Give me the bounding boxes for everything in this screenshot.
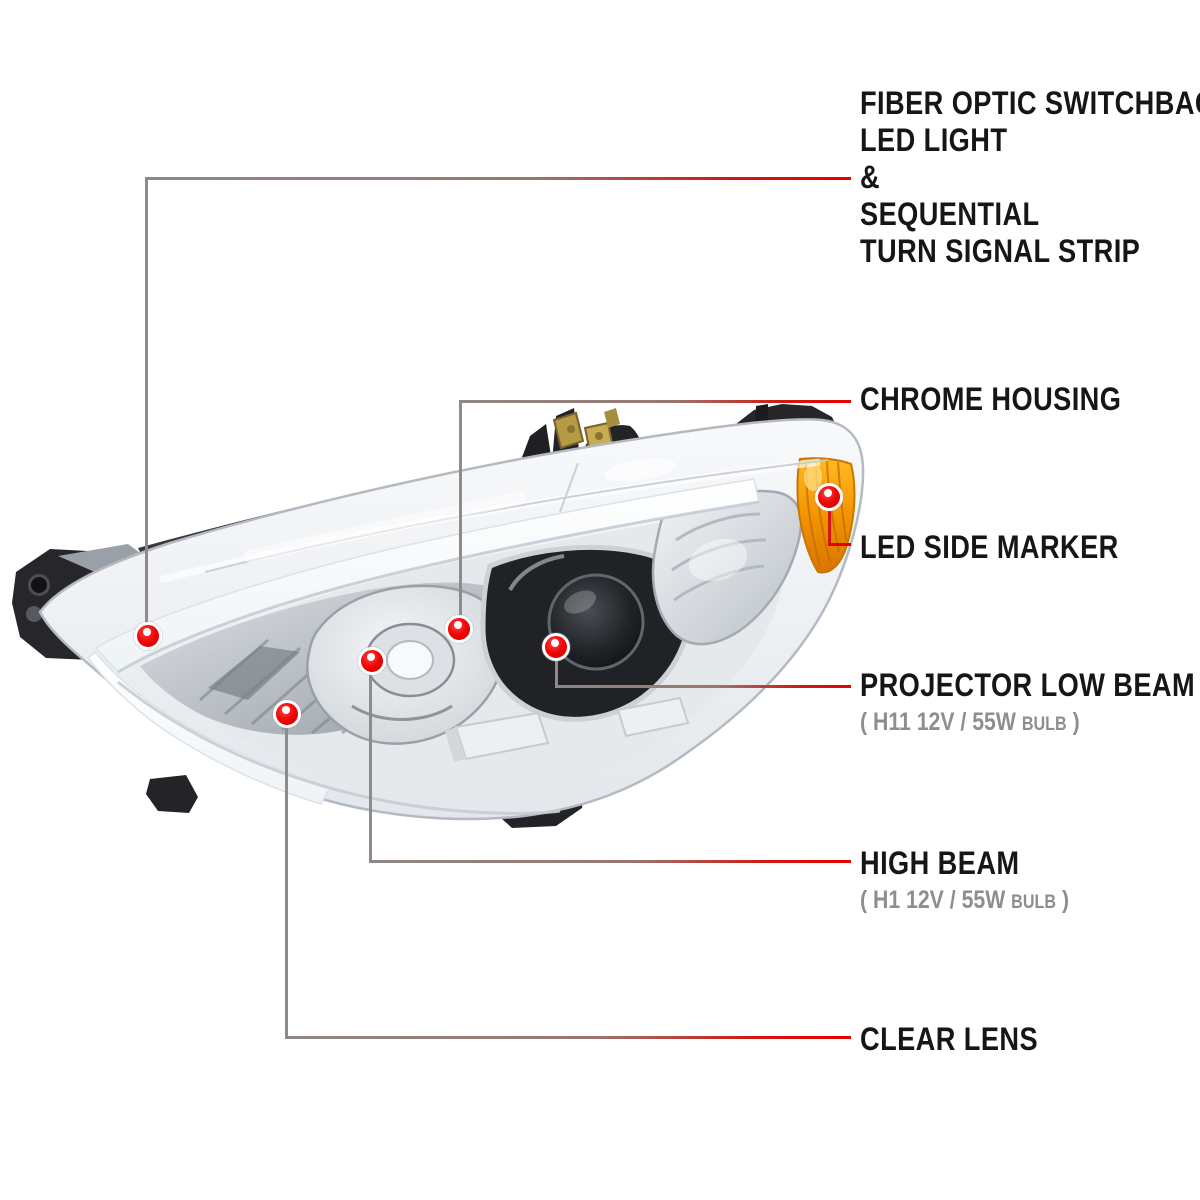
projector-low-beam-unit — [480, 545, 693, 722]
label-line: PROJECTOR LOW BEAM — [860, 667, 1196, 703]
label-line: & — [860, 159, 881, 195]
chrome-housing-line-h — [459, 400, 851, 403]
high-beam-line-v — [369, 661, 372, 862]
high-beam-label: HIGH BEAM ( H1 12V / 55W BULB ) — [860, 845, 1069, 918]
drl-light-bar — [86, 478, 760, 805]
chrome-housing-dot — [445, 615, 473, 643]
clear-lens-label: CLEAR LENS — [860, 1021, 1039, 1057]
clear-lens-dot — [273, 700, 301, 728]
turn-signal-chamber — [651, 489, 803, 646]
fiber-optic-line-v — [145, 177, 148, 637]
fiber-optic-label: FIBER OPTIC SWITCHBACK LED LIGHT & SEQUE… — [860, 85, 1200, 270]
chrome-tab-1 — [445, 711, 550, 762]
chrome-housing-line-v — [459, 401, 462, 630]
projector-low-beam-dot — [542, 633, 570, 661]
bulb-spec: ( H1 12V / 55W BULB ) — [860, 886, 1070, 914]
chrome-housing-label: CHROME HOUSING — [860, 381, 1122, 417]
label-line: TURN SIGNAL STRIP — [860, 233, 1141, 269]
high-beam-dot — [358, 647, 386, 675]
label-line: LED LIGHT — [860, 122, 1008, 158]
mounting-bracket-bottom-left — [146, 775, 198, 813]
clear-lens-line-h — [285, 1036, 851, 1039]
label-line: SEQUENTIAL — [860, 196, 1040, 232]
projector-low-beam-line-v — [555, 647, 558, 688]
fiber-optic-line-h — [145, 177, 851, 180]
clear-lens-line-v — [285, 714, 288, 1039]
projector-low-beam-label: PROJECTOR LOW BEAM ( H11 12V / 55W BULB … — [860, 667, 1195, 740]
led-side-marker-dot — [815, 483, 843, 511]
led-side-marker-label: LED SIDE MARKER — [860, 529, 1119, 565]
led-side-marker-line-v — [828, 497, 831, 546]
high-beam-line-h — [369, 860, 851, 863]
gold-adjuster-screws — [552, 408, 620, 454]
bulb-spec: ( H11 12V / 55W BULB ) — [860, 708, 1080, 736]
lens-reflections — [117, 458, 829, 815]
fiber-optic-dot — [134, 622, 162, 650]
label-line: HIGH BEAM — [860, 845, 1020, 881]
chrome-tab-2 — [616, 696, 690, 738]
label-line: FIBER OPTIC SWITCHBACK — [860, 85, 1200, 121]
projector-low-beam-line-h — [555, 685, 851, 688]
led-side-marker-line-h — [828, 543, 851, 546]
